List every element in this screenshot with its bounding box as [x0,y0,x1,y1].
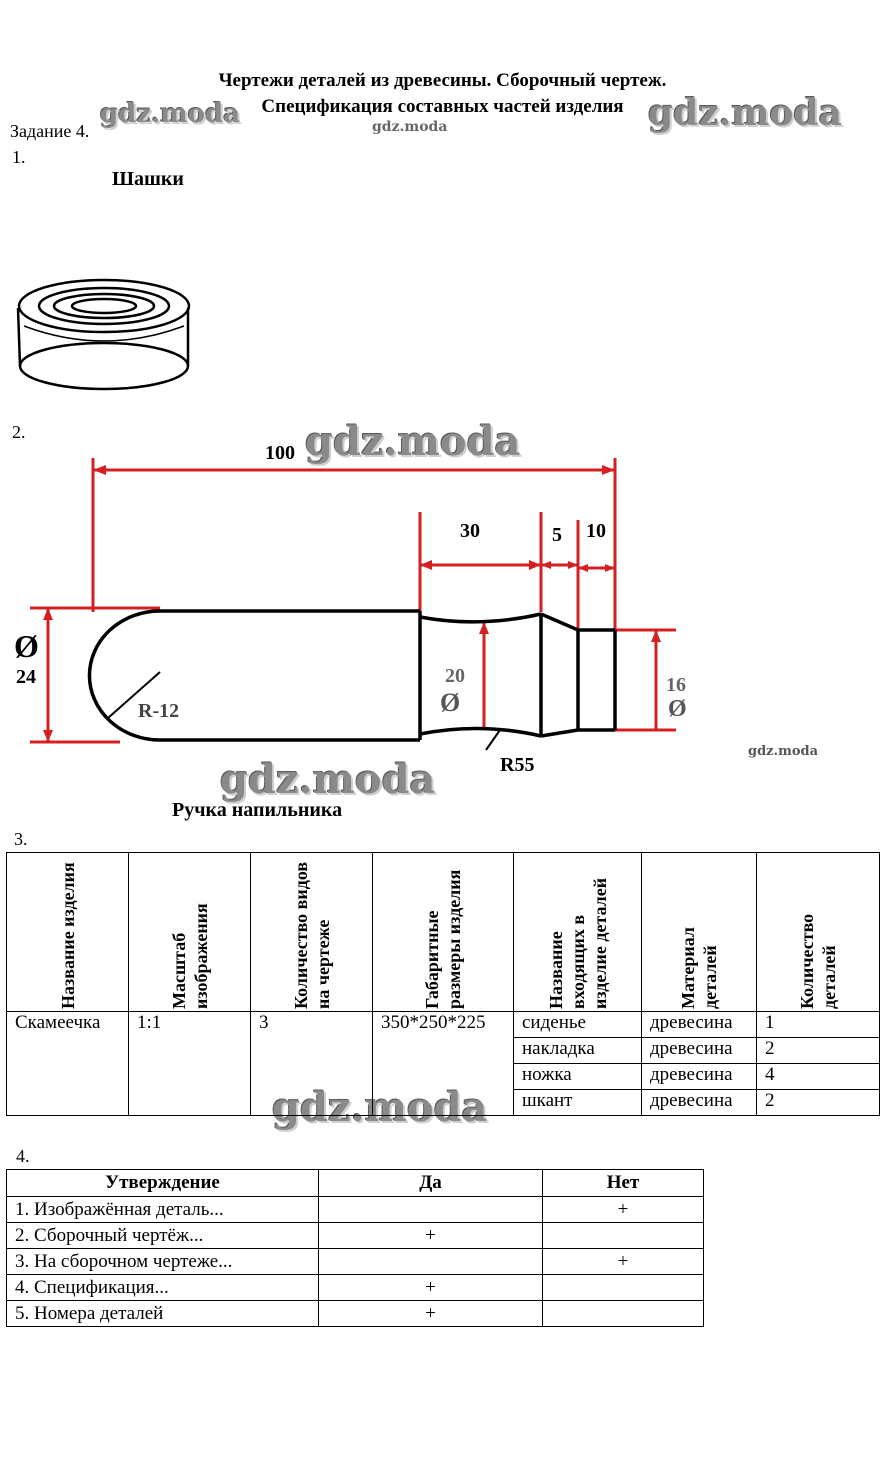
part-material: древесина [641,1012,757,1038]
part-count: 2 [756,1037,879,1064]
statement-yes: + [318,1274,543,1301]
dim-radius-neck: R55 [500,754,535,776]
item1-caption: Шашки [112,168,184,190]
diameter-symbol: Ø [668,696,687,722]
specification-table: Название изделия Масштаб изображения Кол… [6,852,880,1116]
statement-text: 4. Спецификация... [6,1274,319,1301]
statements-header: Нет [542,1169,704,1197]
table-row: шкант древесина 2 [514,1089,879,1115]
part-name: сиденье [514,1012,642,1038]
watermark: gdz.moda [372,119,448,135]
part-material: древесина [641,1037,757,1064]
table-row: 3. На сборочном чертеже... + [6,1248,704,1275]
table-row: 2. Сборочный чертёж... + [6,1222,704,1249]
statement-no [542,1300,704,1327]
spec-header: Масштаб изображения [128,852,251,1012]
statement-no [542,1222,704,1249]
statement-no: + [542,1196,704,1223]
part-count: 2 [756,1089,879,1115]
watermark: gdz.moda [220,756,436,803]
statement-yes [318,1248,543,1275]
statements-table: Утверждение Да Нет 1. Изображённая детал… [6,1169,704,1327]
item2-caption: Ручка напильника [172,799,343,821]
diameter-symbol: Ø [14,628,39,664]
item3-number: 3. [14,829,28,849]
checker-piece-drawing [16,278,191,391]
table-row: накладка древесина 2 [514,1037,879,1064]
dim-diameter-end: 16 [666,674,686,696]
page-title-line1: Чертежи деталей из древесины. Сборочный … [218,70,667,91]
part-name: ножка [514,1063,642,1090]
page-title-line2: Спецификация составных частей изделия [261,96,624,117]
statement-yes [318,1196,543,1223]
spec-size: 350*250*225 [372,1011,514,1116]
dim-length-c: 10 [586,520,606,542]
spec-scale: 1:1 [128,1011,251,1116]
item2-number: 2. [12,422,26,442]
spec-product: Скамеечка [6,1011,129,1116]
statement-text: 3. На сборочном чертеже... [6,1248,319,1275]
watermark: gdz.moda [648,92,842,134]
statement-no [542,1274,704,1301]
statement-text: 1. Изображённая деталь... [6,1196,319,1223]
statement-no: + [542,1248,704,1275]
table-row: сиденье древесина 1 [514,1012,879,1038]
part-count: 4 [756,1063,879,1090]
dim-length-b: 5 [552,524,562,546]
table-row: 4. Спецификация... + [6,1274,704,1301]
task-label: Задание 4. [10,121,90,141]
dim-total-length: 100 [265,442,295,464]
table-row: 1. Изображённая деталь... + [6,1196,704,1223]
part-material: древесина [641,1089,757,1115]
watermark: gdz.moda [100,99,241,129]
file-handle-drawing [30,458,676,751]
statements-header: Утверждение [6,1169,319,1197]
statement-text: 2. Сборочный чертёж... [6,1222,319,1249]
dim-length-a: 30 [460,520,480,542]
spec-header: Габаритные размеры изделия [372,852,514,1012]
watermark: gdz.moda [748,744,819,759]
statements-header: Да [318,1169,543,1197]
spec-header: Название изделия [6,852,129,1012]
table-row: 5. Номера деталей + [6,1300,704,1327]
dim-diameter-main: 24 [16,666,36,688]
spec-header: Название входящих в изделие деталей [513,852,642,1012]
dim-diameter-mid: 20 [445,665,465,687]
item4-number: 4. [16,1146,30,1166]
statement-text: 5. Номера деталей [6,1300,319,1327]
statement-yes: + [318,1300,543,1327]
table-row: ножка древесина 4 [514,1063,879,1090]
part-count: 1 [756,1012,879,1038]
spec-parts-cell: сиденье древесина 1 накладка древесина 2… [513,1011,880,1116]
dim-radius-tip: R-12 [138,700,180,722]
part-name: накладка [514,1037,642,1064]
part-name: шкант [522,1090,573,1111]
statement-yes: + [318,1222,543,1249]
item1-number: 1. [12,147,26,167]
spec-views: 3 [250,1011,373,1116]
diameter-symbol: Ø [440,688,461,717]
spec-header: Количество видов на чертеже [250,852,373,1012]
part-material: древесина [641,1063,757,1090]
spec-header: Материал деталей [641,852,757,1012]
spec-parts-table: сиденье древесина 1 накладка древесина 2… [514,1012,879,1115]
watermark: gdz.moda [305,418,521,465]
spec-header: Количество деталей [756,852,880,1012]
